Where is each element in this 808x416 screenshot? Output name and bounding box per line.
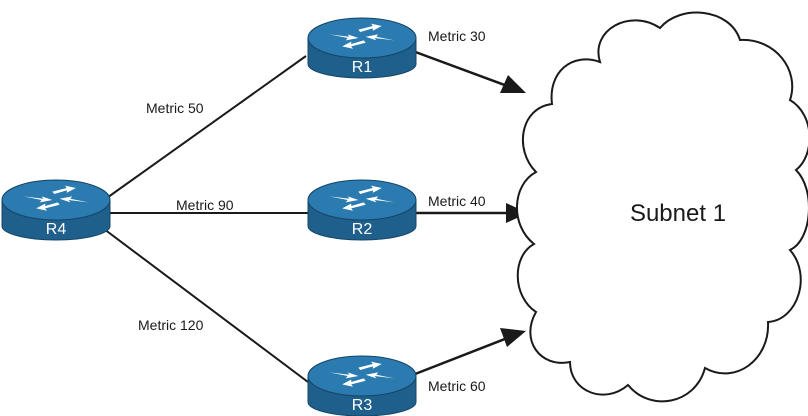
metric-label-r1-subnet: Metric 30 <box>428 28 486 44</box>
router-r4-label: R4 <box>46 221 67 238</box>
arrow-r1-subnet <box>409 48 526 93</box>
router-icon <box>307 17 417 79</box>
router-r1: R1 <box>307 17 417 79</box>
metric-label-r2-subnet: Metric 40 <box>428 193 486 209</box>
link-r4-r1 <box>103 55 307 201</box>
link-r4-r3 <box>103 228 309 383</box>
metric-label-r4-r2: Metric 90 <box>176 197 234 213</box>
arrow-r3-subnet <box>409 328 526 378</box>
router-r2: R2 <box>307 179 417 241</box>
subnet-cloud: Subnet 1 <box>516 11 808 403</box>
metric-label-r4-r1: Metric 50 <box>146 100 204 116</box>
router-icon <box>307 355 417 416</box>
router-r2-label: R2 <box>352 221 373 238</box>
metric-label-r3-subnet: Metric 60 <box>428 378 486 394</box>
router-r4: R4 <box>1 179 111 241</box>
cloud-icon <box>516 11 808 403</box>
router-icon <box>1 179 111 241</box>
metric-label-r4-r3: Metric 120 <box>138 317 204 333</box>
subnet-label: Subnet 1 <box>630 200 726 227</box>
router-r3: R3 <box>307 355 417 416</box>
router-r3-label: R3 <box>352 397 373 414</box>
router-icon <box>307 179 417 241</box>
router-r1-label: R1 <box>352 59 373 76</box>
